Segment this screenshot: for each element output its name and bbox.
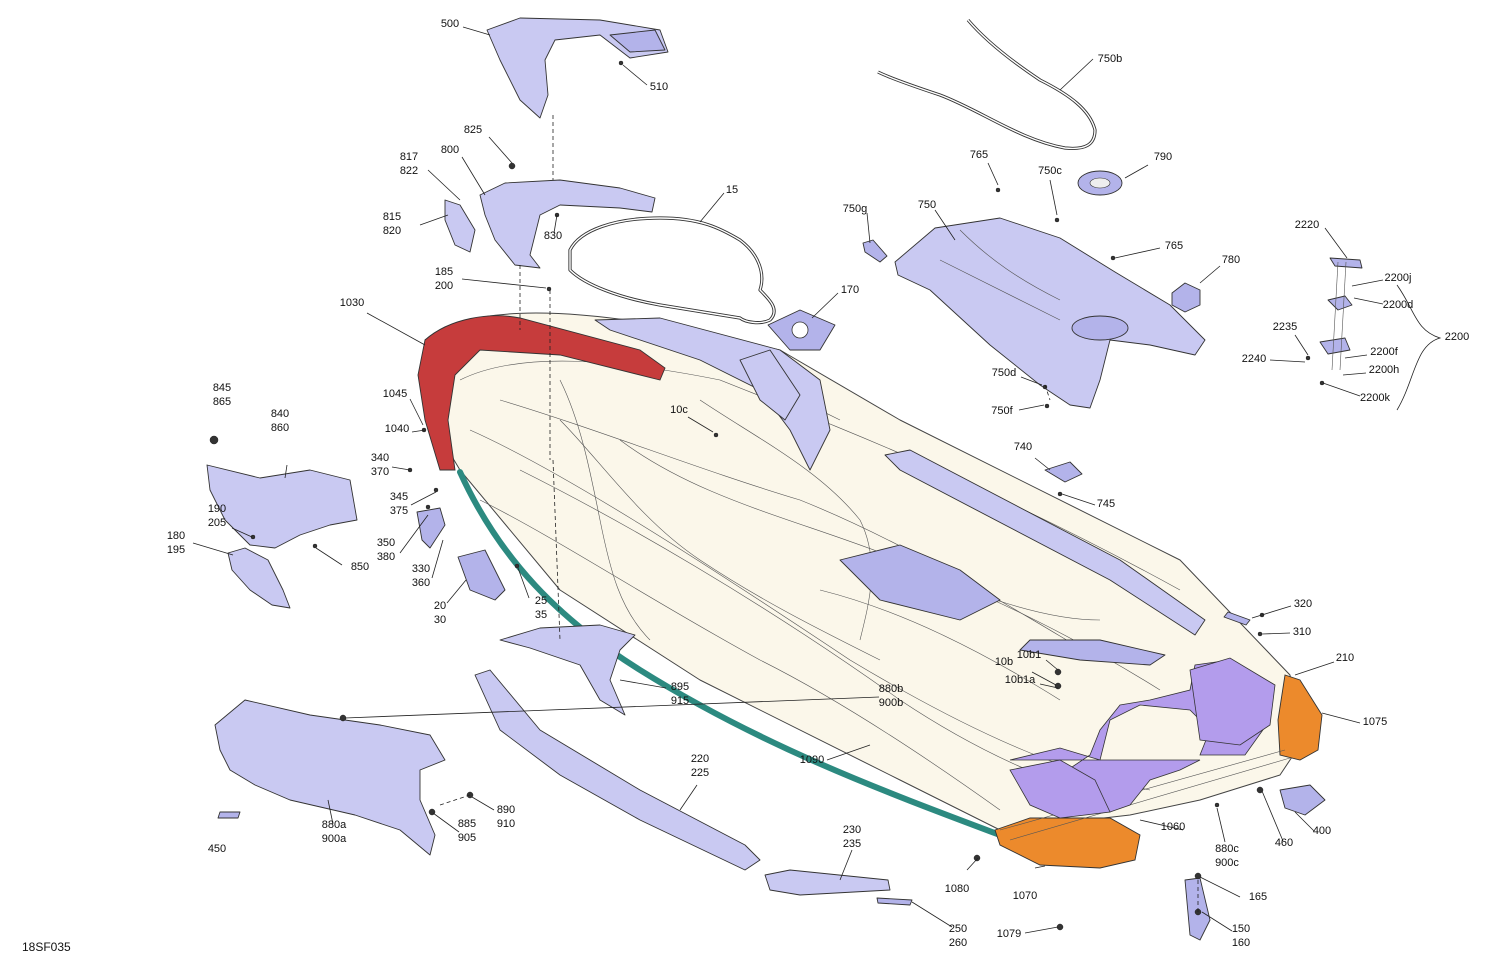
callout-label: 1060: [1161, 821, 1185, 833]
callout-label: 2240: [1242, 353, 1266, 365]
callout-label: 745: [1097, 498, 1115, 510]
hull-deck: [417, 312, 1323, 869]
callout-label: 800: [441, 144, 459, 156]
callout-label: 765: [970, 149, 988, 161]
callout-label: 750c: [1038, 165, 1062, 177]
callout-label: 165: [1249, 891, 1267, 903]
callout-label: 1090: [800, 754, 824, 766]
storage-platform: [862, 170, 1206, 409]
callout-label: 765: [1165, 240, 1183, 252]
callout-label: 320: [1294, 598, 1312, 610]
callout-label: 10c: [670, 404, 688, 416]
callout-label: 1075: [1363, 716, 1387, 728]
callout-label: 450: [208, 843, 226, 855]
leader-lines: [192, 26, 1442, 934]
callout-label: 460: [1275, 837, 1293, 849]
cowl-parts: [206, 17, 913, 906]
callout-label: 15: [726, 184, 738, 196]
callout-label: 2200j: [1385, 272, 1412, 284]
callout-label: 210: [1336, 652, 1354, 664]
callout-label: 1045: [383, 388, 407, 400]
callout-label: 830: [544, 230, 562, 242]
callout-label: 750f: [991, 405, 1013, 417]
assembly-lines: [439, 115, 1199, 912]
callout-label: 170: [841, 284, 859, 296]
callout-label: 1080: [945, 883, 969, 895]
callout-label: 750d: [992, 367, 1016, 379]
drawing-code: 18SF035: [22, 940, 71, 954]
callout-label: 750b: [1098, 53, 1122, 65]
seals: [568, 18, 1097, 351]
callout-label: 1030: [340, 297, 364, 309]
callout-label: 1070: [1013, 890, 1037, 902]
callout-label: 400: [1313, 825, 1331, 837]
callout-label: 2220: [1295, 219, 1319, 231]
callout-label: 2200k: [1360, 392, 1390, 404]
callout-label: 1079: [997, 928, 1021, 940]
callout-label: 10b1a: [1005, 674, 1036, 686]
callout-label: 510: [650, 81, 668, 93]
callout-label: 2200: [1445, 331, 1469, 343]
callout-label: 2235: [1273, 321, 1297, 333]
small-parts: [1044, 257, 1363, 941]
callout-label: 310: [1293, 626, 1311, 638]
callout-label: 1040: [385, 423, 409, 435]
callout-label: 740: [1014, 441, 1032, 453]
callout-label: 850: [351, 561, 369, 573]
callout-label: 2200f: [1370, 346, 1398, 358]
callout-label: 750g: [843, 203, 867, 215]
callout-label: 2200h: [1369, 364, 1400, 376]
callout-label: 2200d: [1383, 299, 1414, 311]
callout-label: 10b1: [1017, 649, 1041, 661]
callout-label: 500: [441, 18, 459, 30]
callout-label: 790: [1154, 151, 1172, 163]
callout-label: 10b: [995, 656, 1013, 668]
callout-label: 750: [918, 199, 936, 211]
callout-label: 825: [464, 124, 482, 136]
callout-label: 780: [1222, 254, 1240, 266]
